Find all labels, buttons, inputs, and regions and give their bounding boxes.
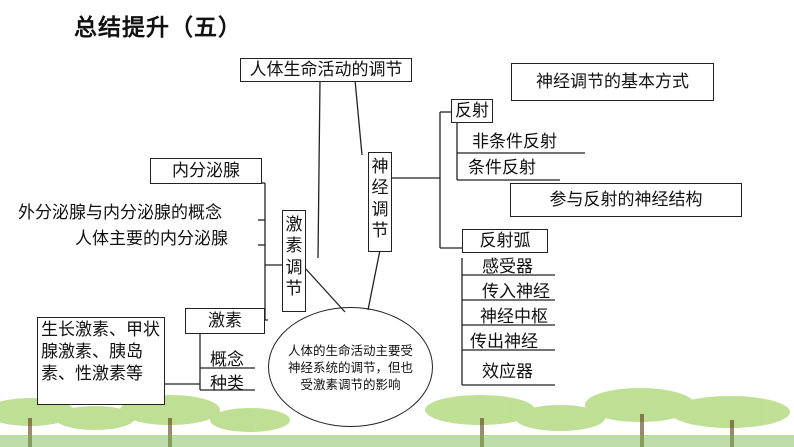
neural-char: 经 [371, 178, 389, 199]
basic-mode-label: 神经调节的基本方式 [536, 71, 689, 92]
endocrine-box: 内分泌腺 [150, 158, 262, 184]
hormonal-char: 素 [285, 236, 303, 257]
hormonal-char: 调 [285, 257, 303, 278]
hormone-concept: 概念 [210, 350, 244, 370]
arc-part-effector: 效应器 [482, 362, 533, 382]
hormonal-regulation-box: 激 素 调 节 [282, 210, 306, 312]
summary-ellipse: 人体的生命活动主要受神经系统的调节，但也受激素调节的影响 [268, 307, 433, 427]
arc-part-efferent: 传出神经 [470, 332, 538, 352]
unconditioned-reflex: 非条件反射 [472, 132, 557, 152]
conditioned-reflex: 条件反射 [468, 158, 536, 178]
concept-compare: 外分泌腺与内分泌腺的概念 [18, 203, 222, 223]
hormone-box: 激素 [185, 308, 265, 334]
neural-regulation-box: 神 经 调 节 [368, 152, 392, 252]
structure-note-label: 参与反射的神经结构 [549, 189, 703, 210]
reflex-arc-box: 反射弧 [462, 229, 548, 253]
structure-note-box: 参与反射的神经结构 [510, 183, 742, 217]
center-top-label: 人体生命活动的调节 [249, 59, 403, 80]
reflex-box: 反射 [451, 99, 493, 123]
tree-decoration [0, 388, 790, 432]
kinds-list-box: 生长激素、甲状腺激素、胰岛素、性激素等 [37, 317, 165, 405]
hormonal-char: 激 [285, 215, 303, 235]
page-title: 总结提升（五） [74, 15, 242, 41]
basic-mode-box: 神经调节的基本方式 [511, 63, 714, 101]
arc-part-afferent: 传入神经 [482, 282, 550, 302]
hormone-kinds: 种类 [210, 374, 244, 394]
endocrine-label: 内分泌腺 [172, 160, 240, 181]
neural-char: 节 [371, 220, 389, 241]
hormone-label: 激素 [208, 310, 242, 331]
reflex-label: 反射 [455, 100, 489, 121]
hormonal-char: 节 [285, 278, 303, 299]
arc-part-center: 神经中枢 [480, 307, 548, 327]
neural-char: 神 [371, 157, 389, 177]
center-top-box: 人体生命活动的调节 [240, 58, 412, 82]
neural-char: 调 [371, 199, 389, 220]
summary-text: 人体的生命活动主要受神经系统的调节，但也受激素调节的影响 [287, 342, 413, 392]
reflex-arc-label: 反射弧 [479, 230, 531, 251]
main-glands: 人体主要的内分泌腺 [75, 229, 228, 249]
arc-part-receptor: 感受器 [482, 257, 533, 277]
